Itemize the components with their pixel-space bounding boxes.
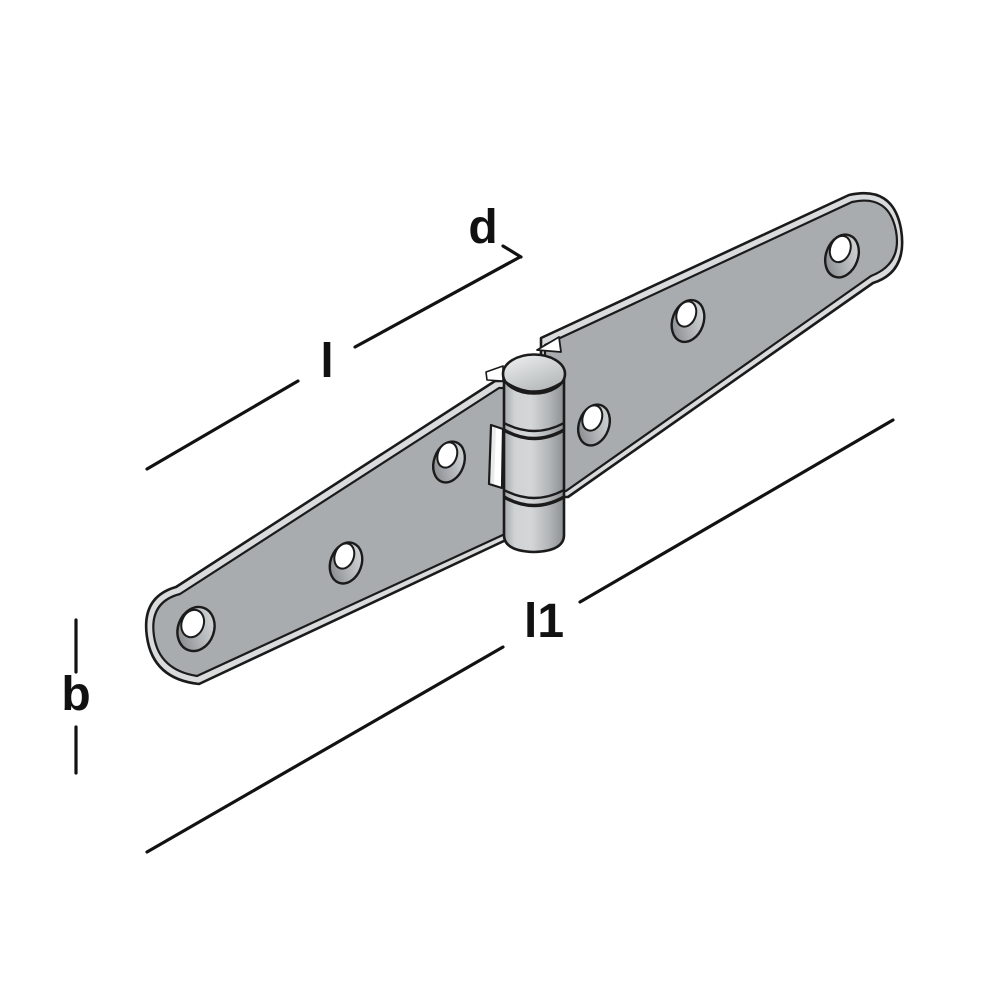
knuckle-slot — [487, 423, 505, 490]
left-strap — [144, 379, 508, 686]
dim-label-d: d — [468, 201, 498, 254]
dim-line-l-lower — [145, 379, 300, 471]
dimension-lines — [74, 244, 895, 854]
screw-hole — [431, 440, 467, 484]
screw-hole — [670, 298, 706, 344]
screw-hole — [176, 605, 216, 653]
barrel-body — [502, 370, 566, 554]
knuckle-notch — [536, 336, 562, 353]
dim-label-l: l — [320, 335, 334, 388]
screw-hole — [328, 541, 364, 585]
dim-line-l1-left — [145, 645, 505, 854]
knuckle-joint — [503, 421, 565, 433]
dim-line-l1-right — [578, 418, 895, 604]
right-strap-face — [543, 199, 899, 493]
dim-tick-d — [501, 244, 523, 259]
dim-label-l1: l1 — [523, 595, 565, 648]
screw-hole — [823, 233, 861, 279]
pin-head — [501, 353, 567, 395]
pin-head-rim — [503, 380, 565, 393]
knuckle-joint — [503, 495, 565, 508]
dim-label-b: b — [61, 668, 91, 721]
screw-hole — [576, 403, 612, 447]
knuckle-joint — [503, 488, 565, 500]
dim-line-l-upper — [353, 255, 522, 349]
right-strap — [536, 191, 904, 499]
left-strap-face — [152, 386, 507, 678]
knuckle-joint — [503, 428, 565, 441]
barrel-gap — [485, 365, 504, 382]
pin-barrel — [501, 353, 567, 554]
